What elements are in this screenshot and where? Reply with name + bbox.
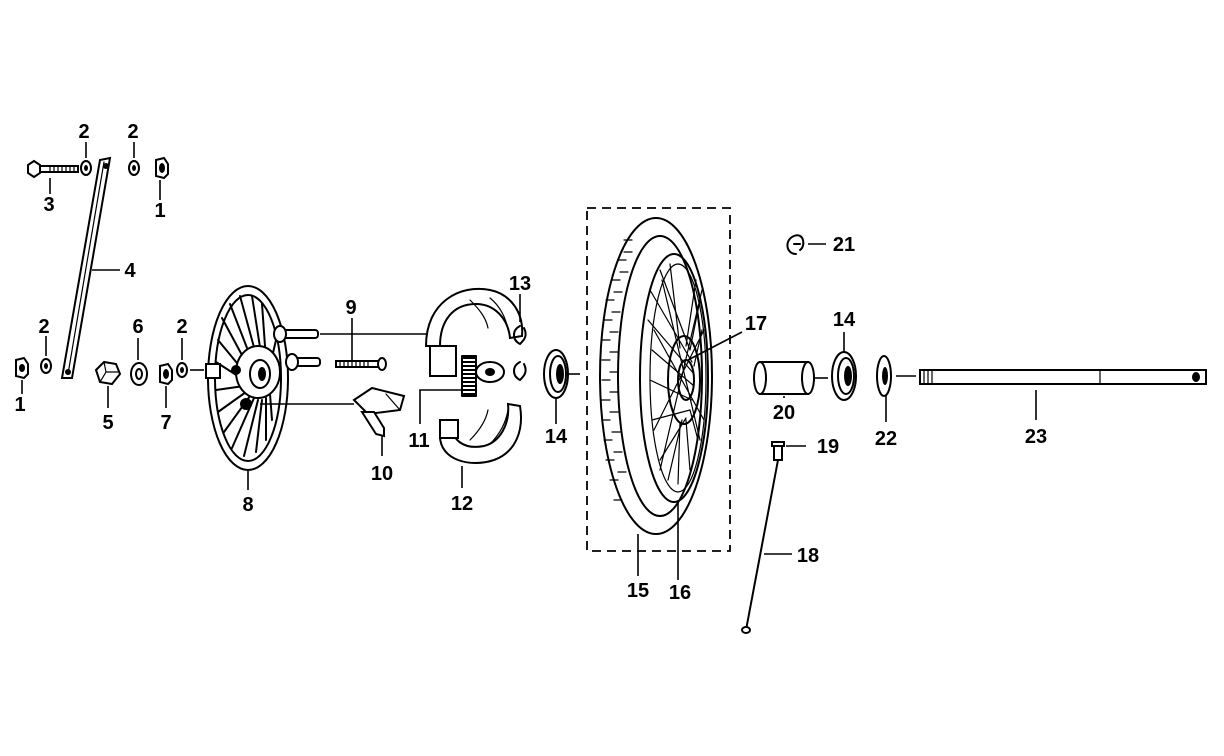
callout-3: 3 bbox=[43, 194, 54, 216]
callout-22: 22 bbox=[875, 428, 897, 450]
part-bearing-14-left bbox=[543, 349, 569, 399]
part-nipple-19 bbox=[771, 441, 785, 461]
part-axle-nut-5 bbox=[94, 360, 122, 386]
callout-1-top: 1 bbox=[154, 200, 165, 222]
callout-10: 10 bbox=[371, 463, 393, 485]
part-bearing-14-right bbox=[831, 351, 857, 401]
callout-4: 4 bbox=[124, 260, 136, 282]
part-torque-arm-4 bbox=[60, 156, 112, 379]
part-nut-7 bbox=[159, 362, 173, 386]
callout-21: 21 bbox=[833, 234, 855, 256]
callout-18: 18 bbox=[797, 545, 819, 567]
part-spring-11 bbox=[461, 355, 477, 397]
callout-16: 16 bbox=[669, 582, 691, 604]
part-washer-22 bbox=[876, 355, 892, 397]
callout-14-right: 14 bbox=[833, 309, 856, 331]
part-washer-2-middle bbox=[176, 362, 188, 378]
callout-5: 5 bbox=[102, 412, 113, 434]
callout-2-top-right: 2 bbox=[127, 121, 138, 143]
callout-19: 19 bbox=[817, 436, 839, 458]
part-washer-2-top-right bbox=[128, 160, 140, 176]
part-clip-13-lower bbox=[513, 361, 527, 381]
callout-2-top-left: 2 bbox=[78, 121, 89, 143]
callout-20: 20 bbox=[773, 402, 795, 424]
part-clip-21 bbox=[786, 234, 805, 255]
part-axle-23 bbox=[919, 369, 1207, 385]
assembly-dashed-box bbox=[586, 207, 731, 552]
callout-1-left: 1 bbox=[14, 394, 25, 416]
callout-8: 8 bbox=[242, 494, 253, 516]
part-tire-15 bbox=[599, 217, 713, 535]
callout-labels: 2 2 3 1 4 2 6 2 1 5 7 8 9 10 11 12 13 14… bbox=[14, 121, 1047, 604]
part-washer-2-left bbox=[40, 358, 52, 374]
part-wheel-assembly bbox=[586, 207, 731, 552]
part-cam-lever-10 bbox=[352, 386, 406, 438]
part-washer-2-top-left bbox=[80, 160, 92, 176]
part-nut-1-left bbox=[15, 356, 29, 380]
callout-15: 15 bbox=[627, 580, 649, 602]
callout-6: 6 bbox=[132, 316, 143, 338]
part-brake-shoe-12-upper bbox=[424, 287, 524, 377]
callout-23: 23 bbox=[1025, 426, 1047, 448]
part-spoke-18 bbox=[741, 459, 779, 634]
part-brake-plate-8 bbox=[205, 285, 321, 471]
callout-9: 9 bbox=[345, 297, 356, 319]
part-brake-shoe-12-lower bbox=[438, 361, 522, 464]
part-adjuster-9 bbox=[335, 357, 387, 371]
callout-14-left: 14 bbox=[545, 426, 568, 448]
leader-lines bbox=[21, 142, 1037, 580]
part-clip-13-upper bbox=[513, 325, 527, 345]
callout-11: 11 bbox=[408, 430, 429, 452]
callout-17: 17 bbox=[745, 313, 767, 335]
part-washer-6 bbox=[130, 362, 148, 386]
callout-13: 13 bbox=[509, 273, 531, 295]
callout-7: 7 bbox=[160, 412, 171, 434]
callout-2-middle: 2 bbox=[176, 316, 187, 338]
part-spacer-20 bbox=[753, 361, 815, 395]
part-nut-1-top bbox=[155, 156, 169, 180]
callout-2-left: 2 bbox=[38, 316, 49, 338]
callout-12: 12 bbox=[451, 493, 473, 515]
part-bolt-3 bbox=[27, 159, 79, 179]
part-rim-16 bbox=[639, 253, 709, 503]
